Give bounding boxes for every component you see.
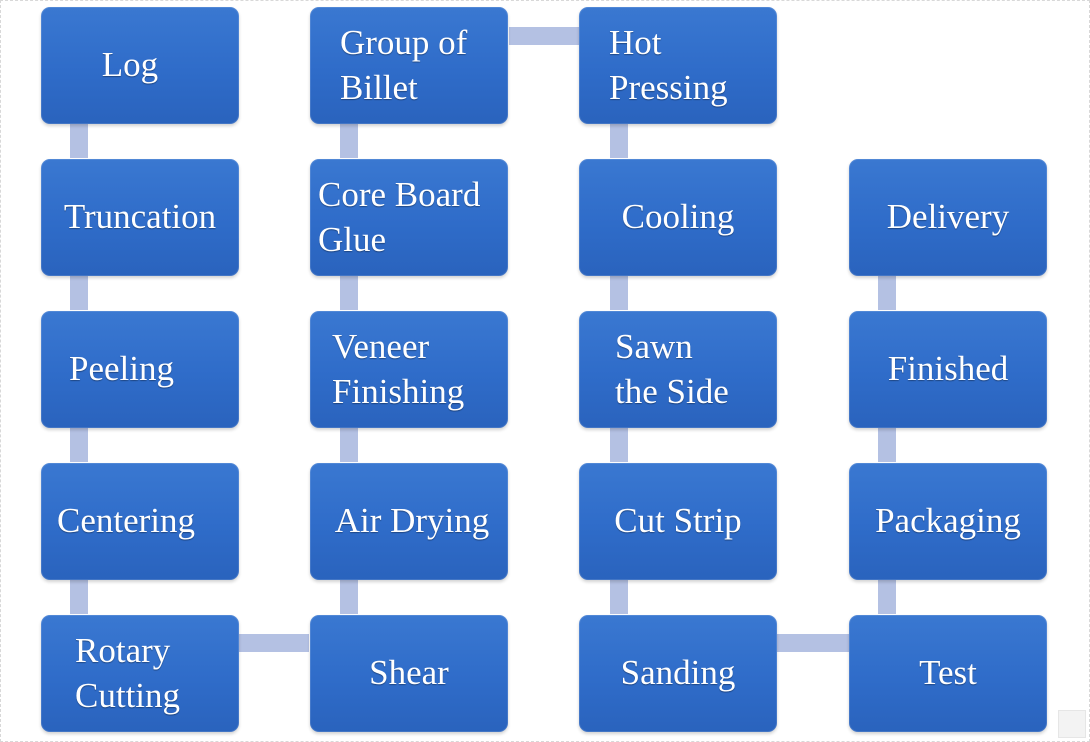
step-cooling: Cooling: [579, 159, 777, 276]
step-label: Packaging: [875, 501, 1021, 541]
step-label: Cut Strip: [614, 501, 742, 541]
connector-finished-delivery: [878, 276, 896, 310]
step-air-drying: Air Drying: [310, 463, 508, 580]
step-label: Cooling: [621, 197, 735, 237]
step-rotary-cutting: Rotary Cutting: [41, 615, 239, 732]
step-hot-pressing: Hot Pressing: [579, 7, 777, 124]
corner-square: [1058, 710, 1086, 738]
step-veneer-finishing: Veneer Finishing: [310, 311, 508, 428]
connector-shear-air-drying: [340, 580, 358, 614]
step-label: Delivery: [886, 197, 1010, 237]
step-label: Air Drying: [334, 501, 490, 541]
step-sanding: Sanding: [579, 615, 777, 732]
connector-truncation-peeling: [70, 276, 88, 310]
step-truncation: Truncation: [41, 159, 239, 276]
step-label: Peeling: [69, 349, 174, 389]
step-group-of-billet: Group of Billet: [310, 7, 508, 124]
step-test: Test: [849, 615, 1047, 732]
connector-cooling-sawn-the-side: [610, 276, 628, 310]
step-label: Rotary Cutting: [75, 630, 181, 715]
connector-peeling-centering: [70, 428, 88, 462]
step-peeling: Peeling: [41, 311, 239, 428]
step-shear: Shear: [310, 615, 508, 732]
step-label: Sawn the Side: [615, 326, 729, 411]
step-label: Log: [101, 45, 159, 85]
connector-rotary-cutting-shear: [239, 634, 309, 652]
connector-log-truncation: [70, 124, 88, 158]
connector-sanding-test: [777, 634, 849, 652]
step-delivery: Delivery: [849, 159, 1047, 276]
step-label: Centering: [57, 501, 196, 541]
step-label: Hot Pressing: [609, 22, 728, 107]
step-label: Test: [919, 653, 977, 693]
connector-test-packaging: [878, 580, 896, 614]
step-label: Veneer Finishing: [332, 326, 465, 411]
connector-centering-rotary-cutting: [70, 580, 88, 614]
step-finished: Finished: [849, 311, 1047, 428]
step-label: Finished: [887, 349, 1009, 389]
step-label: Core Board Glue: [318, 174, 481, 259]
step-core-board-glue: Core Board Glue: [310, 159, 508, 276]
connector-air-drying-veneer-finishing: [340, 428, 358, 462]
step-cut-strip: Cut Strip: [579, 463, 777, 580]
step-log: Log: [41, 7, 239, 124]
step-label: Group of Billet: [340, 22, 468, 107]
connector-group-of-billet-hot-pressing: [509, 27, 579, 45]
step-sawn-the-side: Sawn the Side: [579, 311, 777, 428]
step-packaging: Packaging: [849, 463, 1047, 580]
connector-veneer-finishing-core-board-glue: [340, 276, 358, 310]
connector-core-board-glue-group-of-billet: [340, 124, 358, 158]
connector-hot-pressing-cooling: [610, 124, 628, 158]
step-label: Shear: [369, 653, 449, 693]
connector-sawn-the-side-cut-strip: [610, 428, 628, 462]
step-centering: Centering: [41, 463, 239, 580]
step-label: Truncation: [63, 197, 217, 237]
connector-packaging-finished: [878, 428, 896, 462]
step-label: Sanding: [620, 653, 736, 693]
connector-cut-strip-sanding: [610, 580, 628, 614]
